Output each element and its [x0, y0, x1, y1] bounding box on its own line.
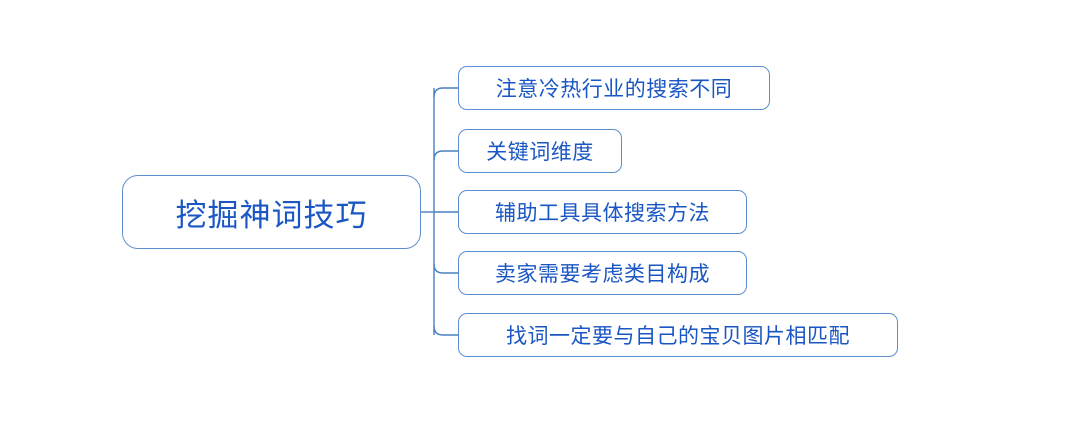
branch-connector-4	[433, 263, 458, 274]
branch-node-4[interactable]: 卖家需要考虑类目构成	[458, 251, 747, 295]
branch-node-2-label: 关键词维度	[486, 140, 594, 164]
branch-node-5[interactable]: 找词一定要与自己的宝贝图片相匹配	[458, 313, 898, 357]
branch-node-3[interactable]: 辅助工具具体搜索方法	[458, 190, 747, 234]
branch-node-3-label: 辅助工具具体搜索方法	[495, 201, 710, 225]
branch-node-1[interactable]: 注意冷热行业的搜索不同	[458, 66, 770, 110]
branch-connector-2	[433, 150, 458, 161]
branch-node-1-label: 注意冷热行业的搜索不同	[495, 77, 733, 101]
branch-node-5-label: 找词一定要与自己的宝贝图片相匹配	[506, 324, 850, 348]
branch-node-4-label: 卖家需要考虑类目构成	[495, 262, 710, 286]
branch-node-2[interactable]: 关键词维度	[458, 129, 622, 173]
branch-connector-5	[433, 325, 458, 336]
root-node-label: 挖掘神词技巧	[175, 197, 368, 233]
root-node[interactable]: 挖掘神词技巧	[122, 175, 421, 249]
branch-connector-1	[433, 87, 458, 98]
